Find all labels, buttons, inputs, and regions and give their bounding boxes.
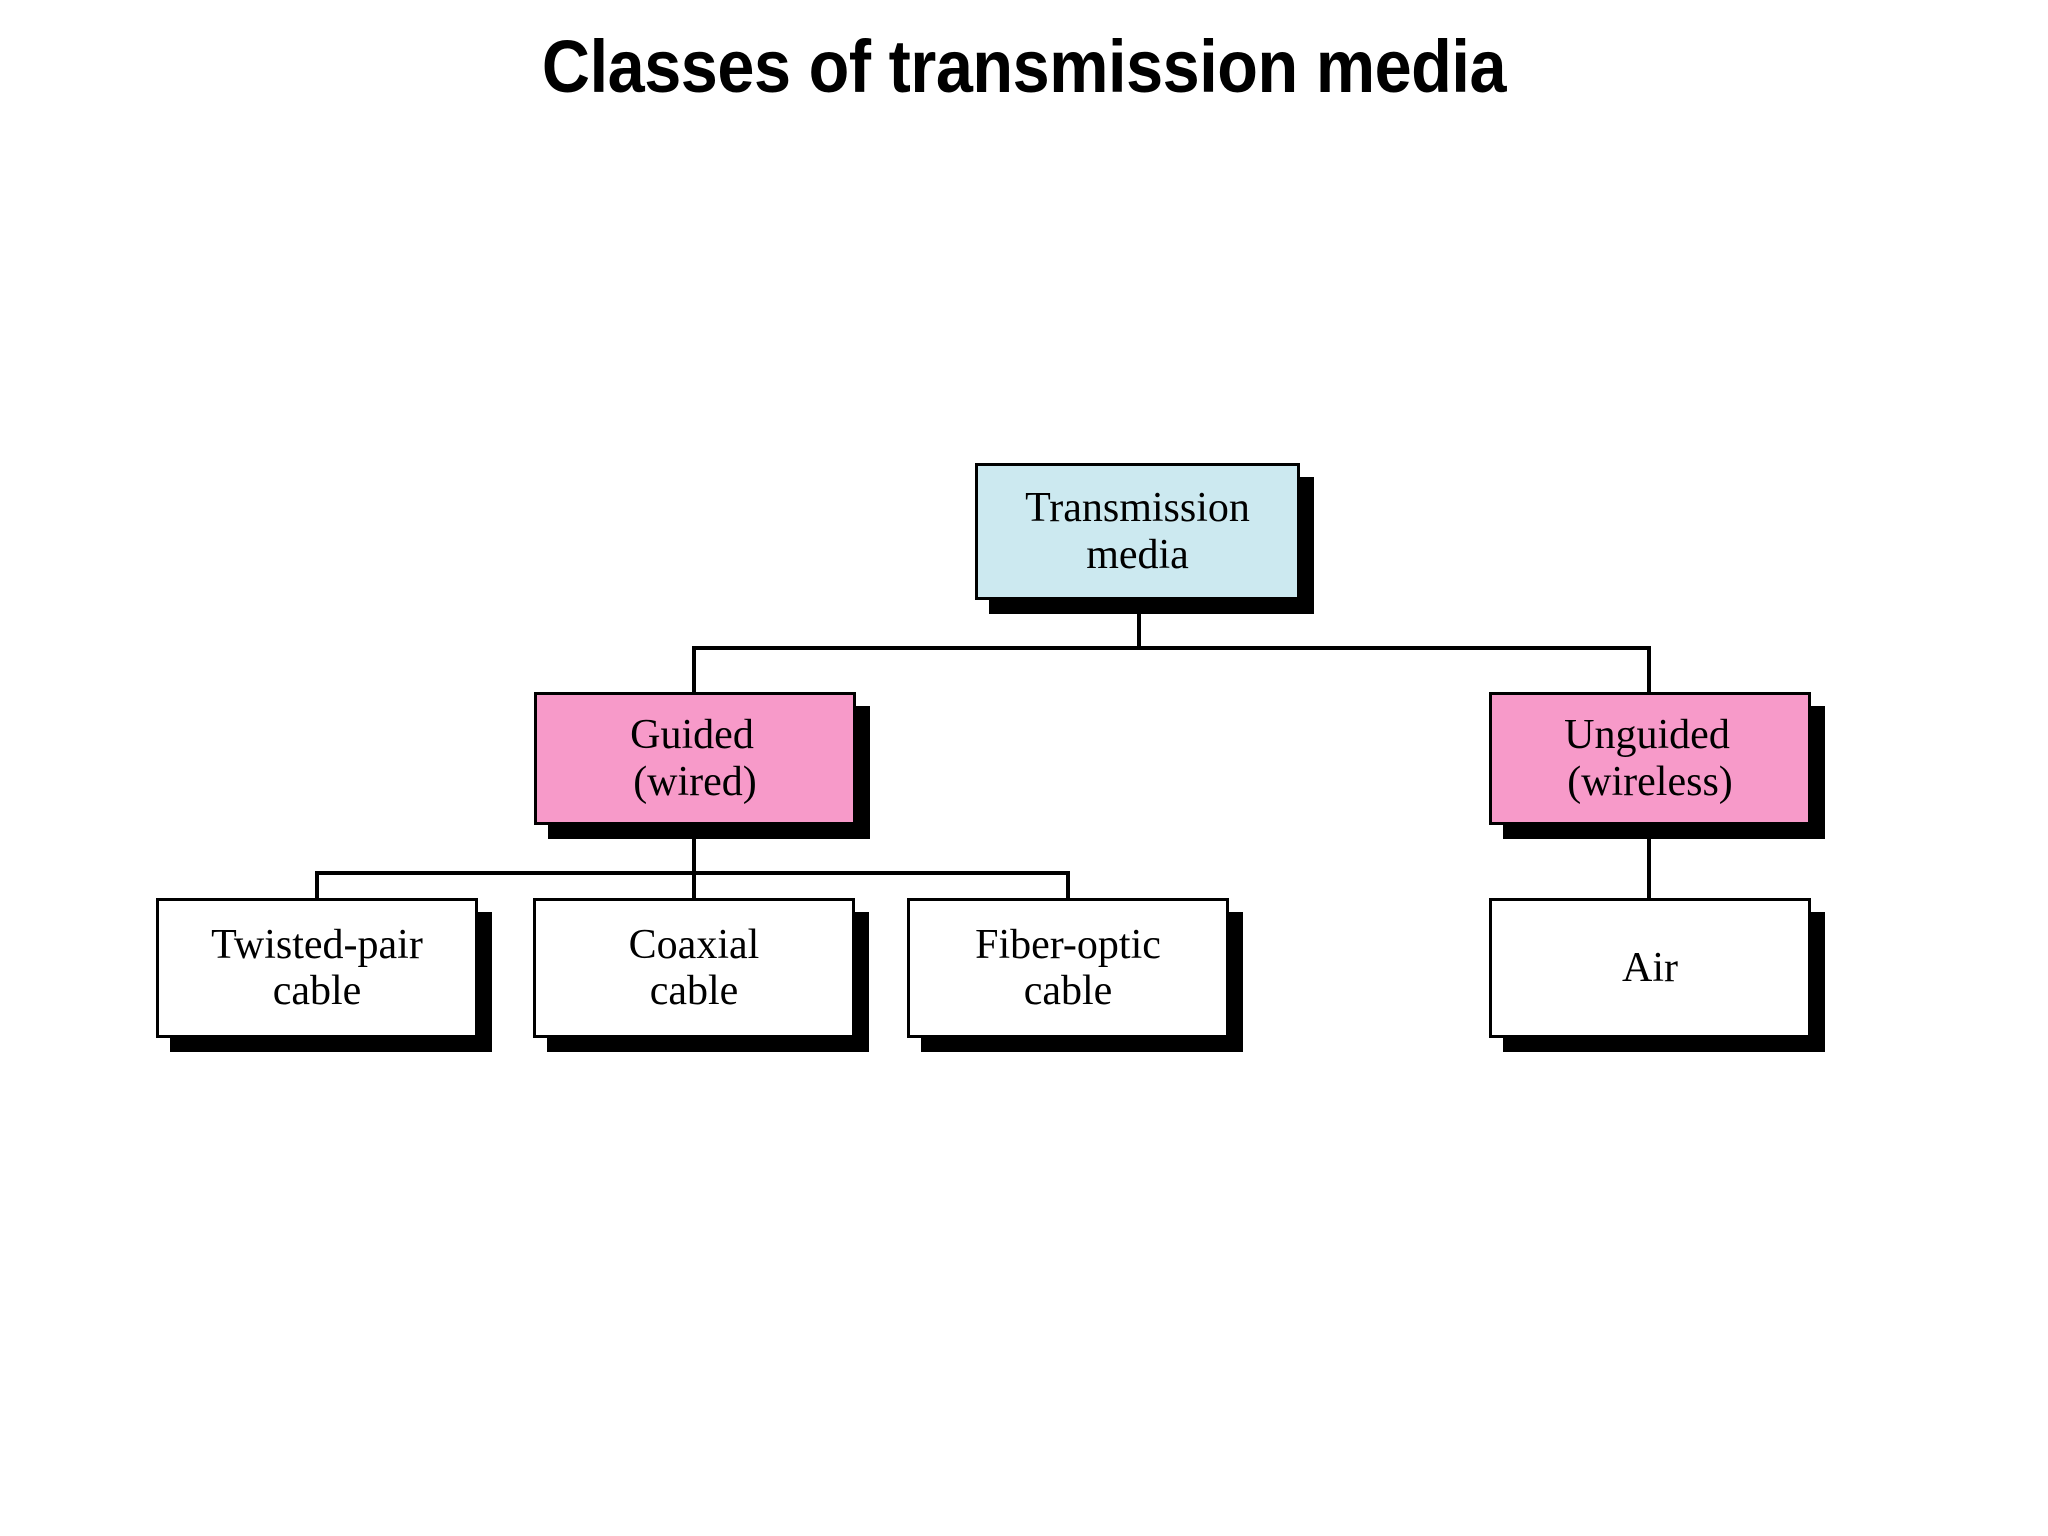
node-unguided-wireless-label: Unguided (wireless) bbox=[1564, 712, 1733, 805]
edge-root-to-unguided bbox=[1647, 646, 1651, 694]
edge-guided-stem bbox=[692, 825, 696, 875]
edge-root-stem bbox=[1137, 600, 1141, 650]
node-twisted-pair-cable[interactable]: Twisted-pair cable bbox=[156, 898, 478, 1038]
edge-guided-to-twisted-pair bbox=[315, 871, 319, 900]
node-twisted-pair-cable-label: Twisted-pair cable bbox=[211, 921, 423, 1014]
node-guided-wired[interactable]: Guided (wired) bbox=[534, 692, 856, 825]
edge-root-to-guided bbox=[692, 646, 696, 694]
node-transmission-media-label: Transmission media bbox=[1025, 485, 1250, 578]
node-transmission-media[interactable]: Transmission media bbox=[975, 463, 1300, 600]
node-fiber-optic-cable-label: Fiber-optic cable bbox=[975, 921, 1161, 1014]
page-title: Classes of transmission media bbox=[541, 25, 1507, 108]
node-coaxial-cable[interactable]: Coaxial cable bbox=[533, 898, 855, 1038]
node-coaxial-cable-label: Coaxial cable bbox=[628, 921, 760, 1014]
node-unguided-wireless[interactable]: Unguided (wireless) bbox=[1489, 692, 1811, 825]
edge-unguided-to-air bbox=[1647, 825, 1651, 900]
edge-guided-to-fiber-optic bbox=[1066, 871, 1070, 900]
edge-root-bus bbox=[692, 646, 1651, 650]
edge-guided-to-coaxial bbox=[692, 871, 696, 900]
node-air[interactable]: Air bbox=[1489, 898, 1811, 1038]
node-air-label: Air bbox=[1622, 944, 1678, 991]
node-guided-wired-label: Guided (wired) bbox=[630, 712, 757, 805]
node-fiber-optic-cable[interactable]: Fiber-optic cable bbox=[907, 898, 1229, 1038]
